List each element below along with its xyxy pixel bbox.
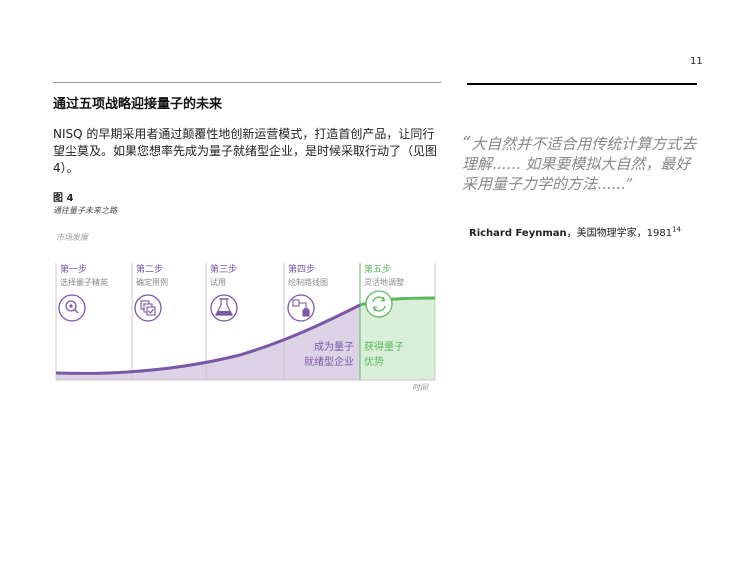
quantum-ready-label-2: 就绪型企业 xyxy=(304,355,354,368)
feynman-quote: “大自然并不适合用传统计算方式去理解...... 如果要模拟大自然，最好采用量子… xyxy=(462,134,698,194)
step-4-desc: 绘制路线图 xyxy=(288,277,328,287)
figure-subtitle: 通往量子未来之路 xyxy=(53,206,117,215)
step-3-desc: 试用 xyxy=(210,277,226,287)
figure-label: 图 4 xyxy=(53,193,74,204)
quantum-advantage-label-2: 优势 xyxy=(364,355,384,368)
page-number: 11 xyxy=(690,56,703,67)
quote-close-mark: ” xyxy=(625,175,634,193)
section-divider xyxy=(53,82,441,83)
roadmap-icon xyxy=(287,294,315,322)
step-5-title: 第五步 xyxy=(364,263,391,275)
section-title: 通过五项战略迎接量子的未来 xyxy=(53,97,223,112)
step-2-title: 第二步 xyxy=(136,263,163,275)
quantum-advantage-label-1: 获得量子 xyxy=(364,341,404,353)
flask-icon xyxy=(210,294,238,322)
step-5-desc: 灵活地调整 xyxy=(364,277,404,287)
attribution-role: ，美国物理学家，1981 xyxy=(566,228,673,239)
search-icon xyxy=(58,294,86,322)
y-axis-label: 市场发展 xyxy=(56,233,89,242)
attribution-ref: 14 xyxy=(672,225,682,234)
step-3-title: 第三步 xyxy=(210,263,237,275)
quote-body: 大自然并不适合用传统计算方式去理解...... 如果要模拟大自然，最好采用量子力… xyxy=(462,135,697,193)
quote-open-mark: “ xyxy=(462,133,472,154)
attribution-name: Richard Feynman xyxy=(469,228,567,239)
quote-divider xyxy=(467,83,697,85)
step-1-title: 第一步 xyxy=(60,263,87,275)
checklist-icon xyxy=(134,294,162,322)
refresh-icon xyxy=(365,290,393,318)
quantum-ready-label-1: 成为量子 xyxy=(314,341,354,353)
step-4-title: 第四步 xyxy=(288,263,315,275)
quantum-roadmap-diagram: 市场发展 时间 第一步 选择量子精英 第二步 确定用例 第三步 试用 第四步 绘… xyxy=(55,233,436,392)
purple-curve xyxy=(55,303,361,375)
step-2-desc: 确定用例 xyxy=(136,277,168,287)
quote-attribution: Richard Feynman，美国物理学家，198114 xyxy=(469,224,681,239)
x-axis-label: 时间 xyxy=(412,383,429,392)
step-1-desc: 选择量子精英 xyxy=(60,277,108,287)
body-paragraph: NISQ 的早期采用者通过颠覆性地创新运营模式，打造首创产品，让同行望尘莫及。如… xyxy=(53,127,438,175)
green-area xyxy=(360,298,435,380)
